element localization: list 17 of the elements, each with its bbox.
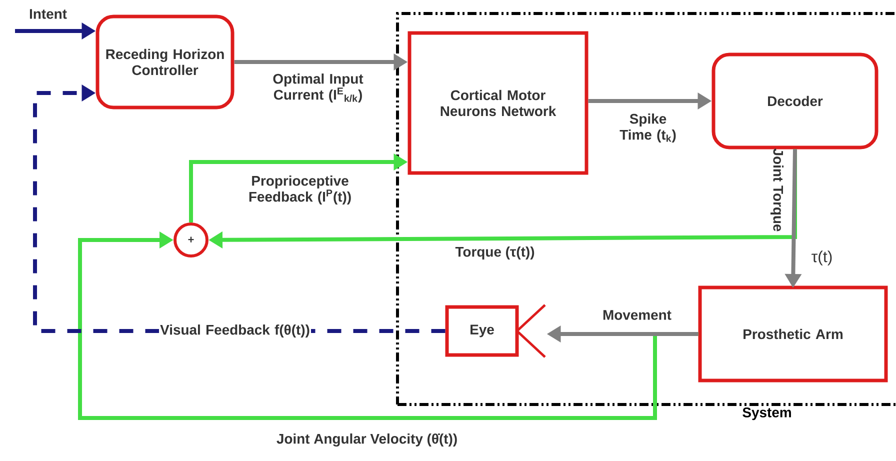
- summing-junction: +: [174, 222, 208, 258]
- edge-label: Optimal Input Current (I$^{E}$$_{k/k}$): [273, 74, 364, 102]
- edge-label: Proprioceptive Feedback (I$^{P}$(t)): [249, 176, 351, 204]
- edge-label: Joint Angular Velocity (θ̇(t)): [276, 433, 457, 447]
- edge-label: Joint Torque: [770, 148, 784, 232]
- process-box: Cortical Motor Neurons Network: [408, 31, 588, 175]
- signal-label: τ(t): [812, 250, 832, 266]
- node-label: System: [742, 408, 791, 420]
- edge-label: Intent: [30, 9, 67, 19]
- edge-label: Visual Feedback f(θ(t)): [159, 324, 311, 338]
- controller-box: Receding Horizon Controller: [96, 14, 234, 110]
- edge-label: Torque (τ(t)): [455, 246, 534, 260]
- edge-label: Movement: [603, 310, 672, 320]
- edge-label: Spike Time (t$_{k}$): [620, 114, 676, 142]
- process-box: Decoder: [712, 52, 878, 150]
- eye-box: Eye: [445, 304, 546, 358]
- process-box: Prosthetic Arm: [698, 286, 888, 382]
